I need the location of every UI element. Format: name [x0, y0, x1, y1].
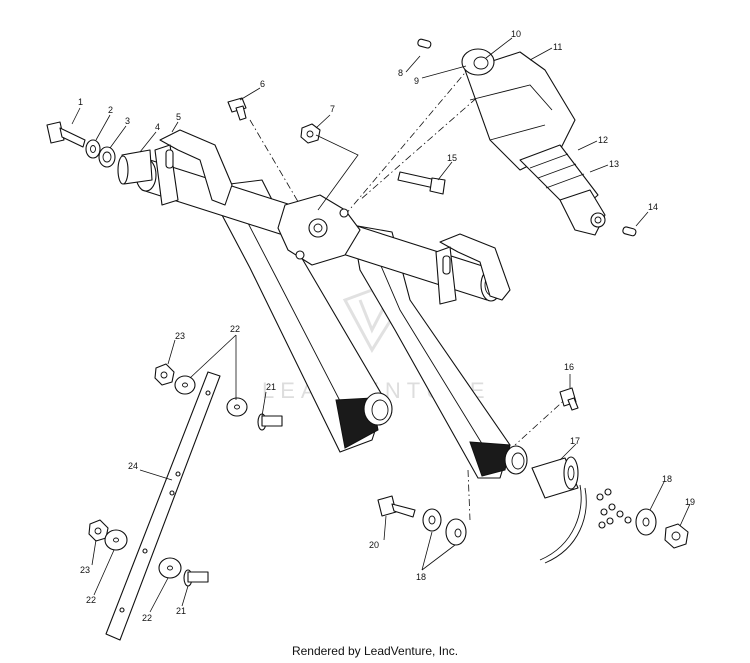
callout-13: 13	[609, 159, 619, 169]
nut-part-23-bottom	[88, 519, 109, 542]
footer-credit: Rendered by LeadVenture, Inc.	[291, 644, 459, 658]
bushing-part-17	[531, 456, 579, 499]
bolt-part-20	[377, 495, 416, 518]
swing-arm-left	[221, 179, 393, 453]
callout-10: 10	[511, 29, 521, 39]
shock-absorber	[461, 48, 606, 236]
callout-8: 8	[398, 68, 403, 78]
bolt-part-1	[46, 121, 86, 148]
nut-part-19	[664, 523, 689, 549]
bolt-part-21	[183, 413, 283, 587]
washer-part-18-right	[635, 508, 657, 536]
clamp-bracket-right	[435, 233, 511, 305]
callout-16: 16	[564, 362, 574, 372]
callout-12: 12	[598, 135, 608, 145]
grease-fitting-part-6	[227, 97, 247, 121]
callout-4: 4	[155, 122, 160, 132]
pin-part-14	[622, 226, 637, 237]
callout-18-right: 18	[662, 474, 672, 484]
callout-23-bottom: 23	[80, 565, 90, 575]
grease-fitting-part-16	[559, 387, 579, 411]
pin-part-8	[417, 38, 432, 49]
callout-11: 11	[553, 42, 562, 52]
callout-17: 17	[570, 436, 580, 446]
washer-part-18-left	[422, 508, 467, 546]
washer-part-22	[104, 375, 248, 579]
callout-20: 20	[369, 540, 379, 550]
leader-lines	[71, 37, 691, 613]
callout-9: 9	[414, 76, 419, 86]
small-washers	[596, 488, 632, 529]
washer-part-2	[85, 139, 101, 159]
callout-7: 7	[330, 104, 335, 114]
callout-2: 2	[108, 105, 113, 115]
callout-21-bottom: 21	[176, 606, 186, 616]
callout-19: 19	[685, 497, 695, 507]
seal-ring	[539, 484, 587, 564]
pivot-bracket-center	[277, 194, 361, 266]
callout-21-top: 21	[266, 382, 276, 392]
nut-part-7	[300, 123, 321, 144]
callout-14: 14	[648, 202, 658, 212]
callout-23-top: 23	[175, 331, 185, 341]
callout-22-bottom: 22	[142, 613, 152, 623]
limiter-strap-part-24	[105, 371, 221, 641]
callout-18-left: 18	[416, 572, 426, 582]
callout-3: 3	[125, 116, 130, 126]
callout-22-left: 22	[86, 595, 96, 605]
callout-6: 6	[260, 79, 265, 89]
clamp-bracket-left	[154, 129, 233, 206]
bolt-part-15	[397, 171, 446, 195]
callout-1: 1	[78, 97, 83, 107]
callouts: 1 2 3 4 5 6 7 8 9 10 11 12 13 14 15 16 1…	[78, 29, 695, 623]
callout-24: 24	[128, 461, 138, 471]
washer-part-3	[98, 146, 116, 168]
callout-15: 15	[447, 153, 457, 163]
swing-arm-right	[351, 224, 528, 479]
callout-5: 5	[176, 112, 181, 122]
callout-22-top: 22	[230, 324, 240, 334]
bushing-part-4	[117, 149, 153, 185]
nut-part-23-top	[154, 363, 175, 386]
